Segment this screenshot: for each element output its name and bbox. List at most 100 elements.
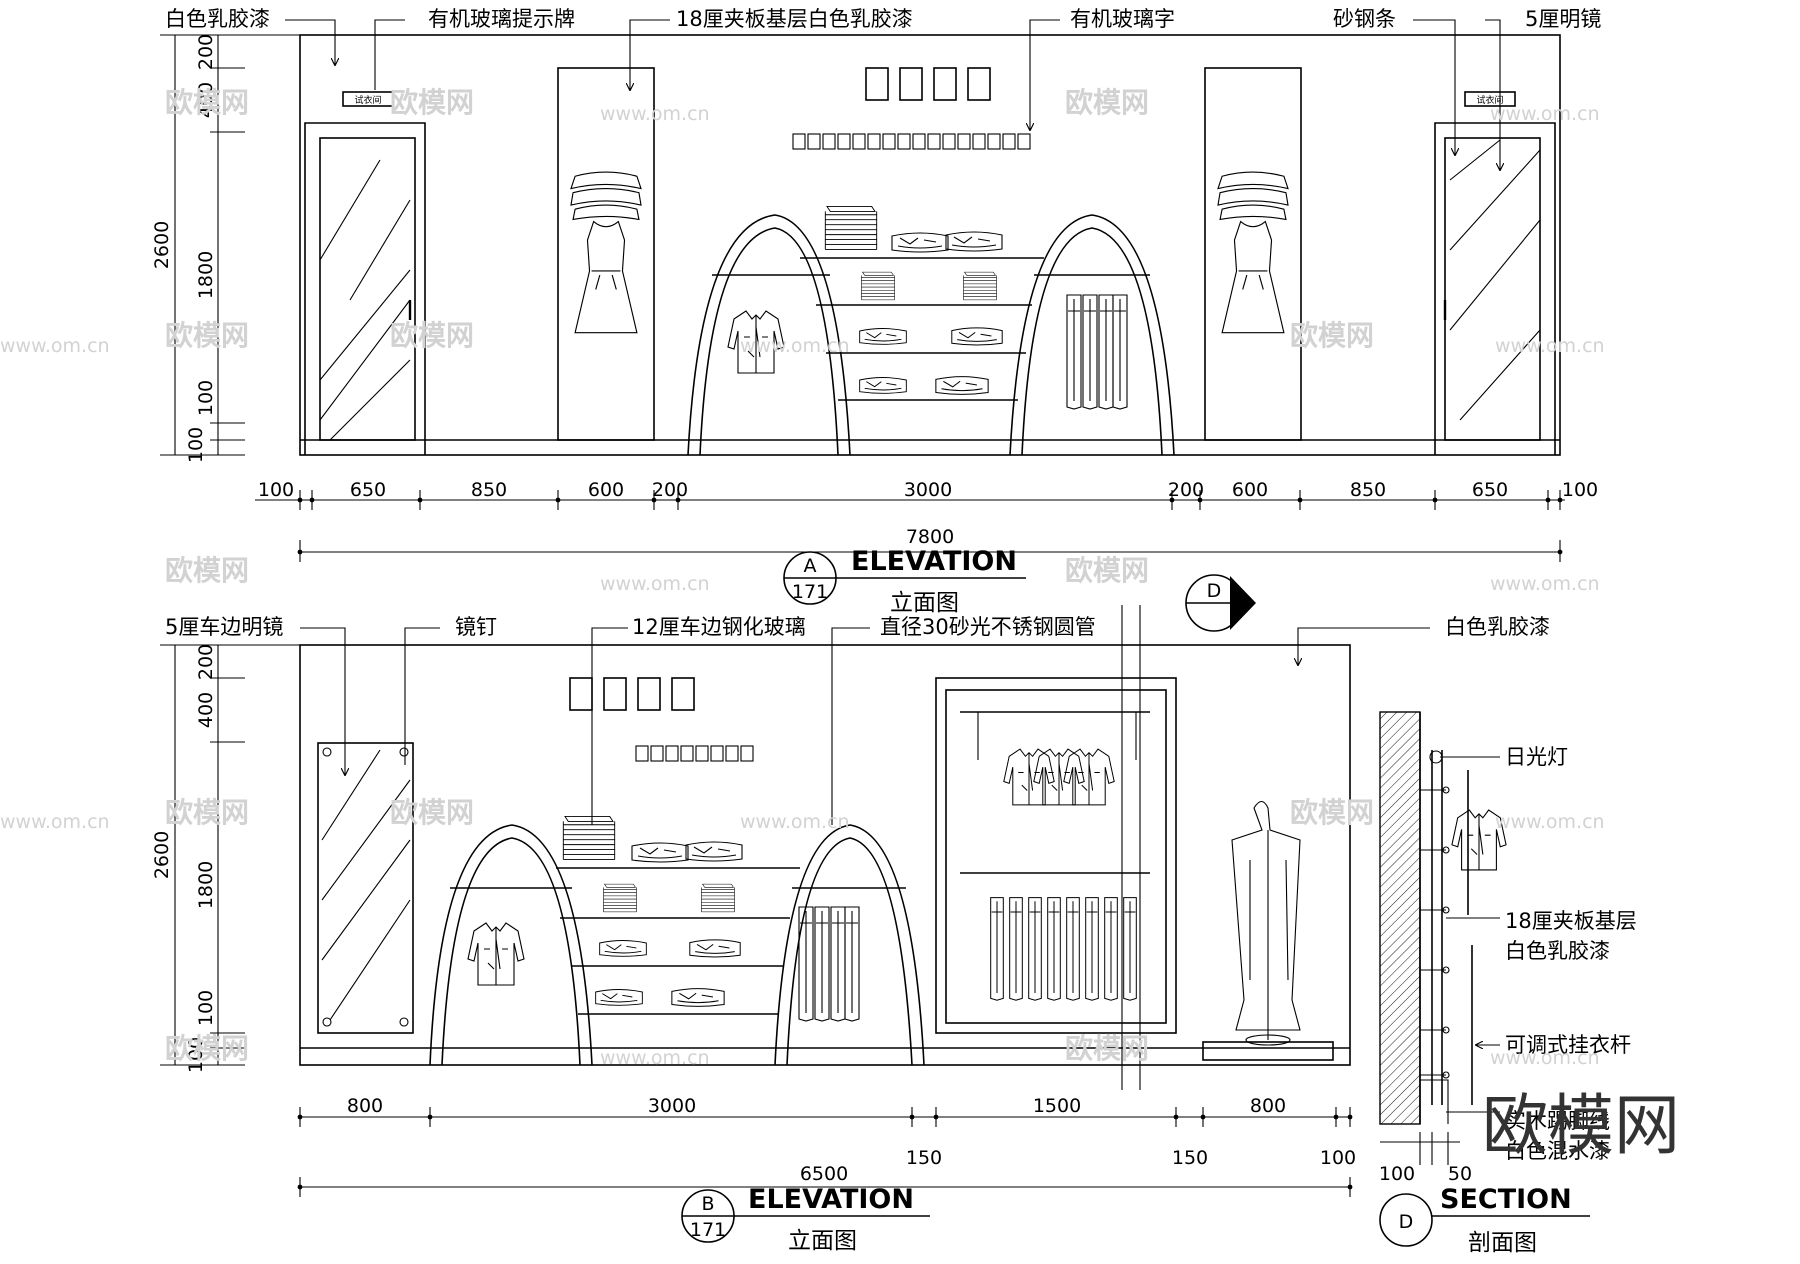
dim-a-400: 400 (195, 82, 217, 118)
acrylic-letter (957, 133, 971, 150)
callout-adjustable-rail: 可调式挂衣杆 (1505, 1033, 1631, 1057)
section-brackets (1420, 786, 1450, 1079)
acrylic-letter (792, 133, 806, 150)
acrylic-letter (972, 133, 986, 150)
dress-display-left (570, 171, 642, 334)
tag-b-letter: B (701, 1193, 714, 1215)
hanging-trouser (1028, 896, 1042, 1001)
dim-tick-dot (1557, 497, 1563, 503)
hanging-trouser (990, 896, 1004, 1001)
watermark-brand: 欧模网 (165, 1032, 249, 1065)
watermark-url: www.om.cn (1495, 811, 1605, 833)
acrylic-letter (680, 745, 694, 762)
watermark-url: www.om.cn (1490, 103, 1600, 125)
section-bracket-bolt (1442, 1071, 1450, 1079)
display-arches-b (429, 824, 925, 1066)
watermark-url: www.om.cn (0, 811, 110, 833)
dim-tick-dot (297, 549, 303, 555)
dim-a-100-upper: 100 (195, 380, 217, 416)
dim-a-horizontal: 200 (652, 479, 688, 501)
dim-b-3000: 3000 (648, 1095, 696, 1117)
dim-b-150-right: 150 (1172, 1147, 1208, 1169)
callout-skirting: 实木踢脚线 (1505, 1109, 1610, 1133)
dim-tick-dot (309, 497, 315, 503)
dim-tick-dot (427, 1114, 433, 1120)
section-bracket-bolt (1442, 786, 1450, 794)
section-bracket-bolt (1442, 846, 1450, 854)
dim-tick-dot (675, 497, 681, 503)
acrylic-letter (852, 133, 866, 150)
section-d-title: SECTION (1440, 1184, 1572, 1215)
watermark-brand: 欧模网 (165, 319, 249, 352)
dim-tick-dot (1557, 549, 1563, 555)
elevation-b-callouts (300, 627, 1430, 825)
callout-acrylic-letters: 有机玻璃字 (1070, 7, 1175, 31)
sign-text-right: 试衣间 (1476, 94, 1503, 106)
elevation-a-vertical-dims (160, 34, 300, 456)
dim-b-1800: 1800 (195, 861, 217, 909)
section-d-callouts (1440, 756, 1500, 1113)
section-cut-marker: D (1121, 574, 1256, 1090)
dim-tick-dot (1333, 1114, 1339, 1120)
dim-b-100: 100 (1320, 1147, 1356, 1169)
acrylic-sign-left (342, 91, 394, 107)
dim-a-1800: 1800 (195, 251, 217, 299)
elevation-a: 试衣间 试衣间 (151, 7, 1601, 616)
callout-edged-mirror: 5厘车边明镜 (165, 615, 283, 639)
callout-steel-tube: 直径30砂光不锈钢圆管 (880, 615, 1096, 639)
tag-a-letter: A (804, 555, 817, 577)
dim-tick-dot (1197, 497, 1203, 503)
glass-hanging-cabinet (935, 677, 1177, 1034)
callout-acrylic-sign: 有机玻璃提示牌 (428, 7, 575, 31)
acrylic-letter (807, 133, 821, 150)
elevation-a-title: ELEVATION (851, 546, 1017, 577)
brand-logo: 欧模网 (1482, 1087, 1680, 1164)
hanging-trouser (1123, 896, 1137, 1001)
dim-d-50: 50 (1448, 1163, 1472, 1185)
dim-tick-dot (1545, 497, 1551, 503)
acrylic-text-row (792, 133, 1031, 150)
section-marker-letter: D (1207, 580, 1222, 602)
dim-a-horizontal: 100 (1562, 479, 1598, 501)
acrylic-logo-letters (865, 67, 991, 101)
section-bracket-bolt (1442, 966, 1450, 974)
dim-tick-dot (297, 1114, 303, 1120)
callout-mirror-5mm: 5厘明镜 (1525, 7, 1601, 31)
section-d: 100 50 日光灯 18厘夹板基层 白色乳胶漆 可调式挂衣杆 实木踢脚线 白色… (1379, 711, 1637, 1256)
section-d-title-block: D SECTION 剖面图 (1379, 1184, 1590, 1256)
watermark-url: www.om.cn (1490, 573, 1600, 595)
watermark-brand: 欧模网 (390, 319, 474, 352)
mirror-panel-right (1204, 67, 1302, 441)
acrylic-letter (1017, 133, 1031, 150)
watermark-brand: 欧模网 (1065, 554, 1149, 587)
acrylic-letter (882, 133, 896, 150)
acrylic-letter (912, 133, 926, 150)
acrylic-letter (897, 133, 911, 150)
dim-b-1500: 1500 (1033, 1095, 1081, 1117)
acrylic-text-row-b (635, 745, 754, 762)
display-arches (687, 214, 1175, 456)
callout-white-mixed-paint: 白色混水漆 (1505, 1139, 1610, 1163)
watermark-url: www.om.cn (600, 1047, 710, 1069)
elevation-a-subtitle: 立面图 (890, 590, 959, 616)
dim-tick-dot (1173, 1114, 1179, 1120)
acrylic-letter (927, 133, 941, 150)
dim-a-horizontal: 650 (1472, 479, 1508, 501)
dim-a-horizontal: 850 (471, 479, 507, 501)
tag-d-letter: D (1399, 1211, 1414, 1233)
watermark-url: www.om.cn (1490, 1047, 1600, 1069)
acrylic-letter (710, 745, 724, 762)
acrylic-logo-letters-b (569, 677, 695, 711)
elevation-b-title: ELEVATION (748, 1184, 914, 1215)
acrylic-letter (1002, 133, 1016, 150)
hanging-trouser (1047, 896, 1061, 1001)
dim-a-horizontal: 100 (258, 479, 294, 501)
elevation-b-title-block: B 171 ELEVATION 立面图 (681, 1184, 930, 1254)
acrylic-letter (942, 133, 956, 150)
dim-tick-dot (1200, 1114, 1206, 1120)
dress-display-right (1217, 171, 1289, 334)
watermark-brand: 欧模网 (390, 796, 474, 829)
dim-tick-dot (555, 497, 561, 503)
watermark-url: www.om.cn (600, 103, 710, 125)
dim-tick-dot (1432, 497, 1438, 503)
